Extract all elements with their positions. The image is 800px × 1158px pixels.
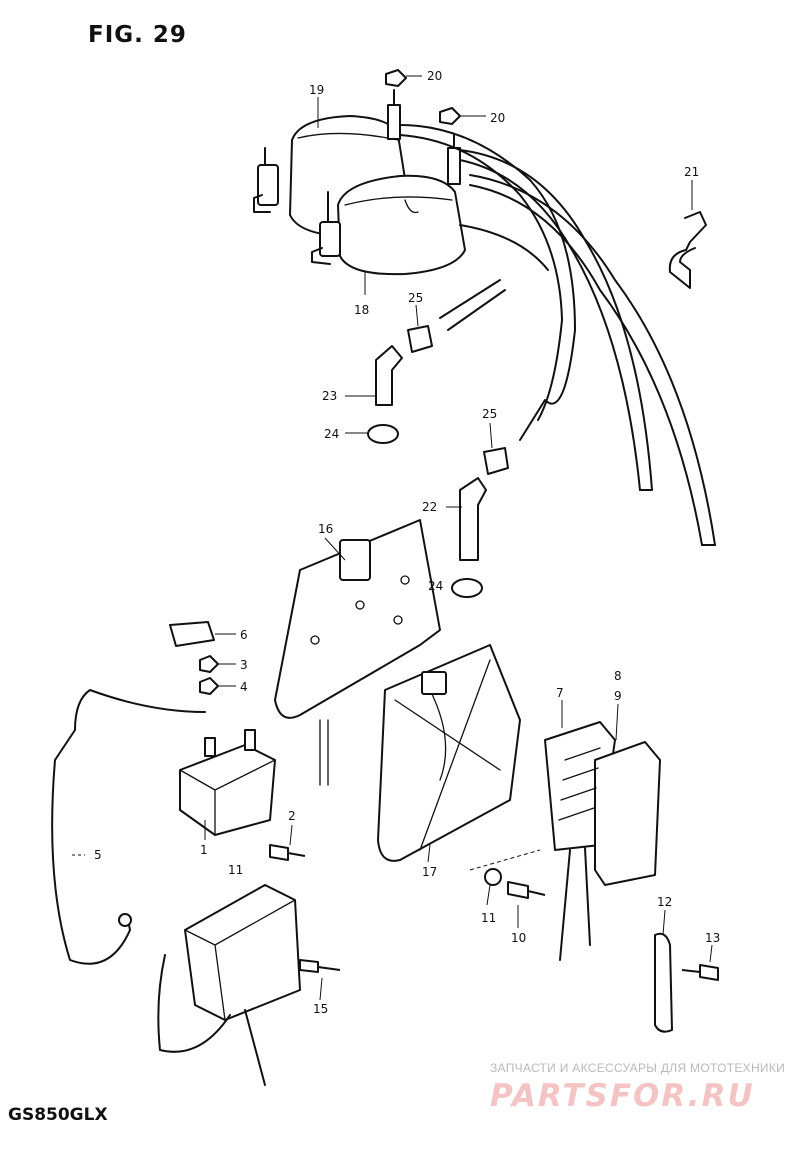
callout-17: 17 [422,865,437,879]
callout-20-upper: 20 [427,69,442,83]
plate-17 [377,644,521,862]
plug-cap-23 [367,325,433,444]
fuse-box [544,721,661,961]
callout-11-left: 11 [228,863,243,877]
watermark-caption: ЗАПЧАСТИ И АКСЕССУАРЫ ДЛЯ МОТОТЕХНИКИ [490,1061,786,1075]
regulator-rectifier [157,884,301,1086]
callout-22: 22 [422,500,437,514]
washer-4 [199,677,219,695]
bracket-16 [274,519,441,786]
callout-24-lower: 24 [428,579,443,593]
callout-8: 8 [614,669,622,683]
nut-3 [199,655,219,673]
callout-15: 15 [313,1002,328,1016]
plug-cap-22 [451,447,509,598]
screw-2 [269,844,306,861]
strip-12 [654,932,673,1033]
callout-21: 21 [684,165,699,179]
callout-11: 11 [481,911,496,925]
callout-24-upper: 24 [324,427,339,441]
lead-wire-terminal [118,913,132,927]
starter-relay-1 [179,729,276,836]
callout-4: 4 [240,680,248,694]
cap-6 [169,621,215,647]
clamp-21 [668,211,707,289]
model-code: GS850GLX [8,1105,108,1125]
callout-leaders [72,75,713,1001]
callout-5: 5 [94,848,102,862]
callout-1: 1 [200,843,208,857]
lead-wire-5 [51,689,206,965]
cap-20-lower [439,107,461,125]
callout-18: 18 [354,303,369,317]
callout-23: 23 [322,389,337,403]
ignition-coil-18 [311,134,466,276]
cap-20-upper [385,69,407,87]
screw-15 [299,959,341,973]
callout-16: 16 [318,522,333,536]
callout-25-lower: 25 [482,407,497,421]
screw-13 [681,964,719,981]
callout-10: 10 [511,931,526,945]
callout-25-upper: 25 [408,291,423,305]
callout-numbers: 19 20 20 21 18 25 23 24 25 22 24 16 6 3 … [94,69,720,1016]
watermark-brand: PARTSFOR.RU [490,1078,755,1114]
callout-6: 6 [240,628,248,642]
callout-7: 7 [556,686,564,700]
washer-11 [484,868,502,886]
callout-12: 12 [657,895,672,909]
callout-2: 2 [288,809,296,823]
callout-13: 13 [705,931,720,945]
callout-3: 3 [240,658,248,672]
spark-plug-leads [399,124,716,546]
callout-20-lower: 20 [490,111,505,125]
callout-19: 19 [309,83,324,97]
screw-10 [507,881,546,899]
callout-9: 9 [614,689,622,703]
figure-title: FIG. 29 [88,22,187,48]
